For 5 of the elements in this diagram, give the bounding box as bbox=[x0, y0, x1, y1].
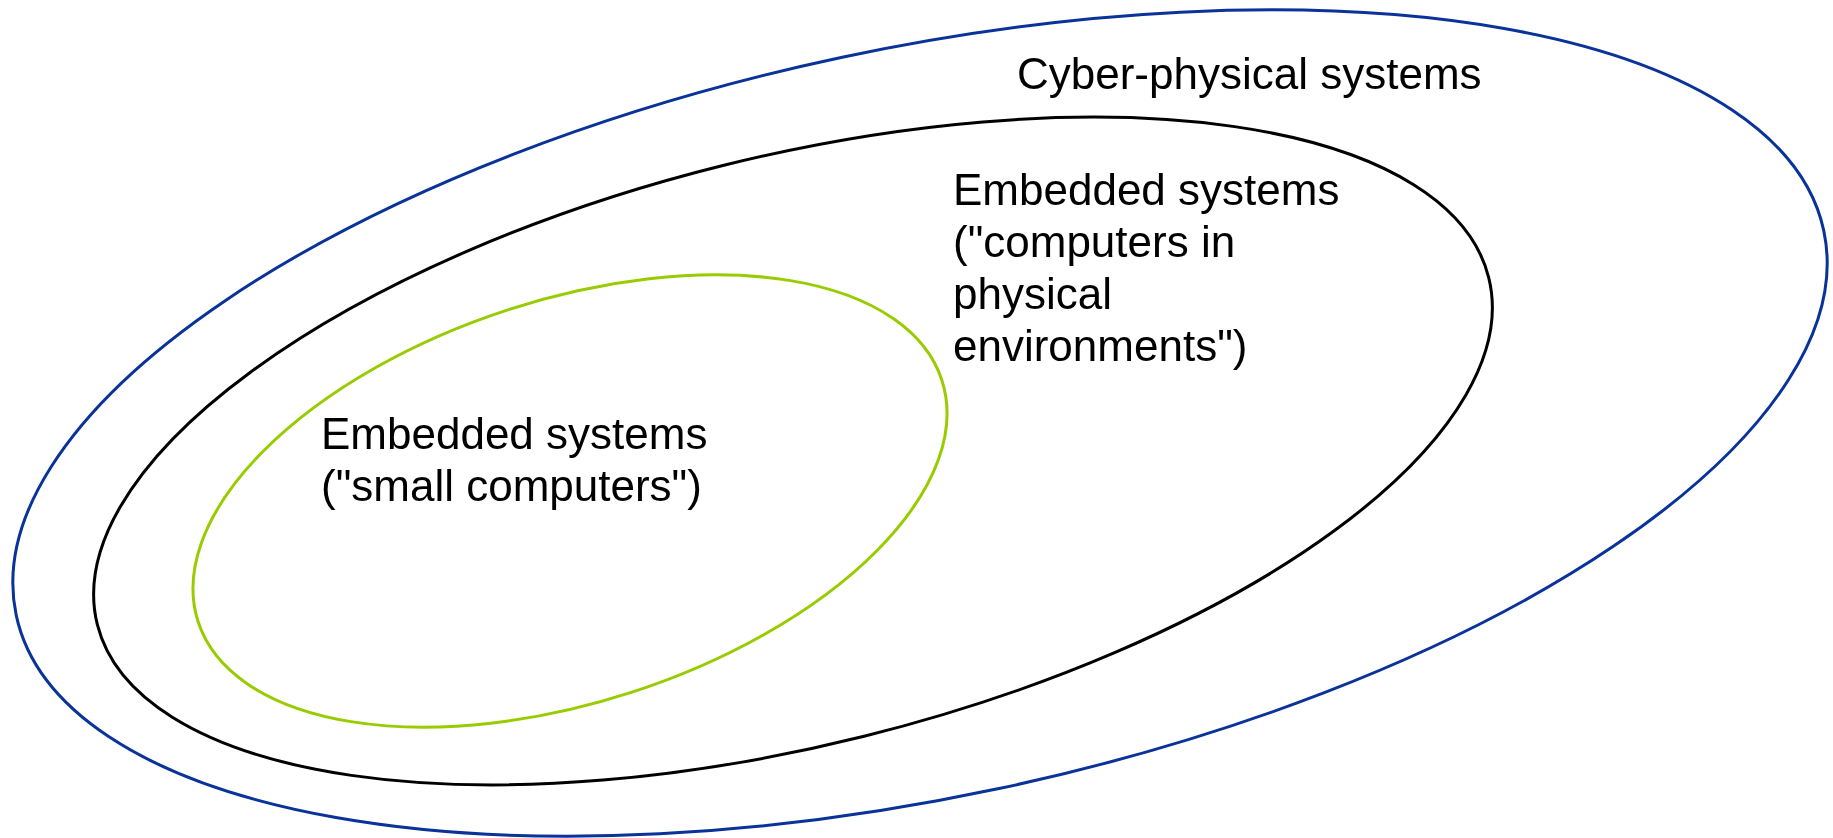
set-label: Cyber-physical systems bbox=[1017, 48, 1482, 100]
set-description: ("computers in physical environments") bbox=[953, 216, 1249, 372]
set-label: Embedded systems bbox=[321, 408, 708, 460]
set-label: Embedded systems bbox=[953, 164, 1340, 216]
set-description: ("small computers") bbox=[321, 460, 703, 512]
